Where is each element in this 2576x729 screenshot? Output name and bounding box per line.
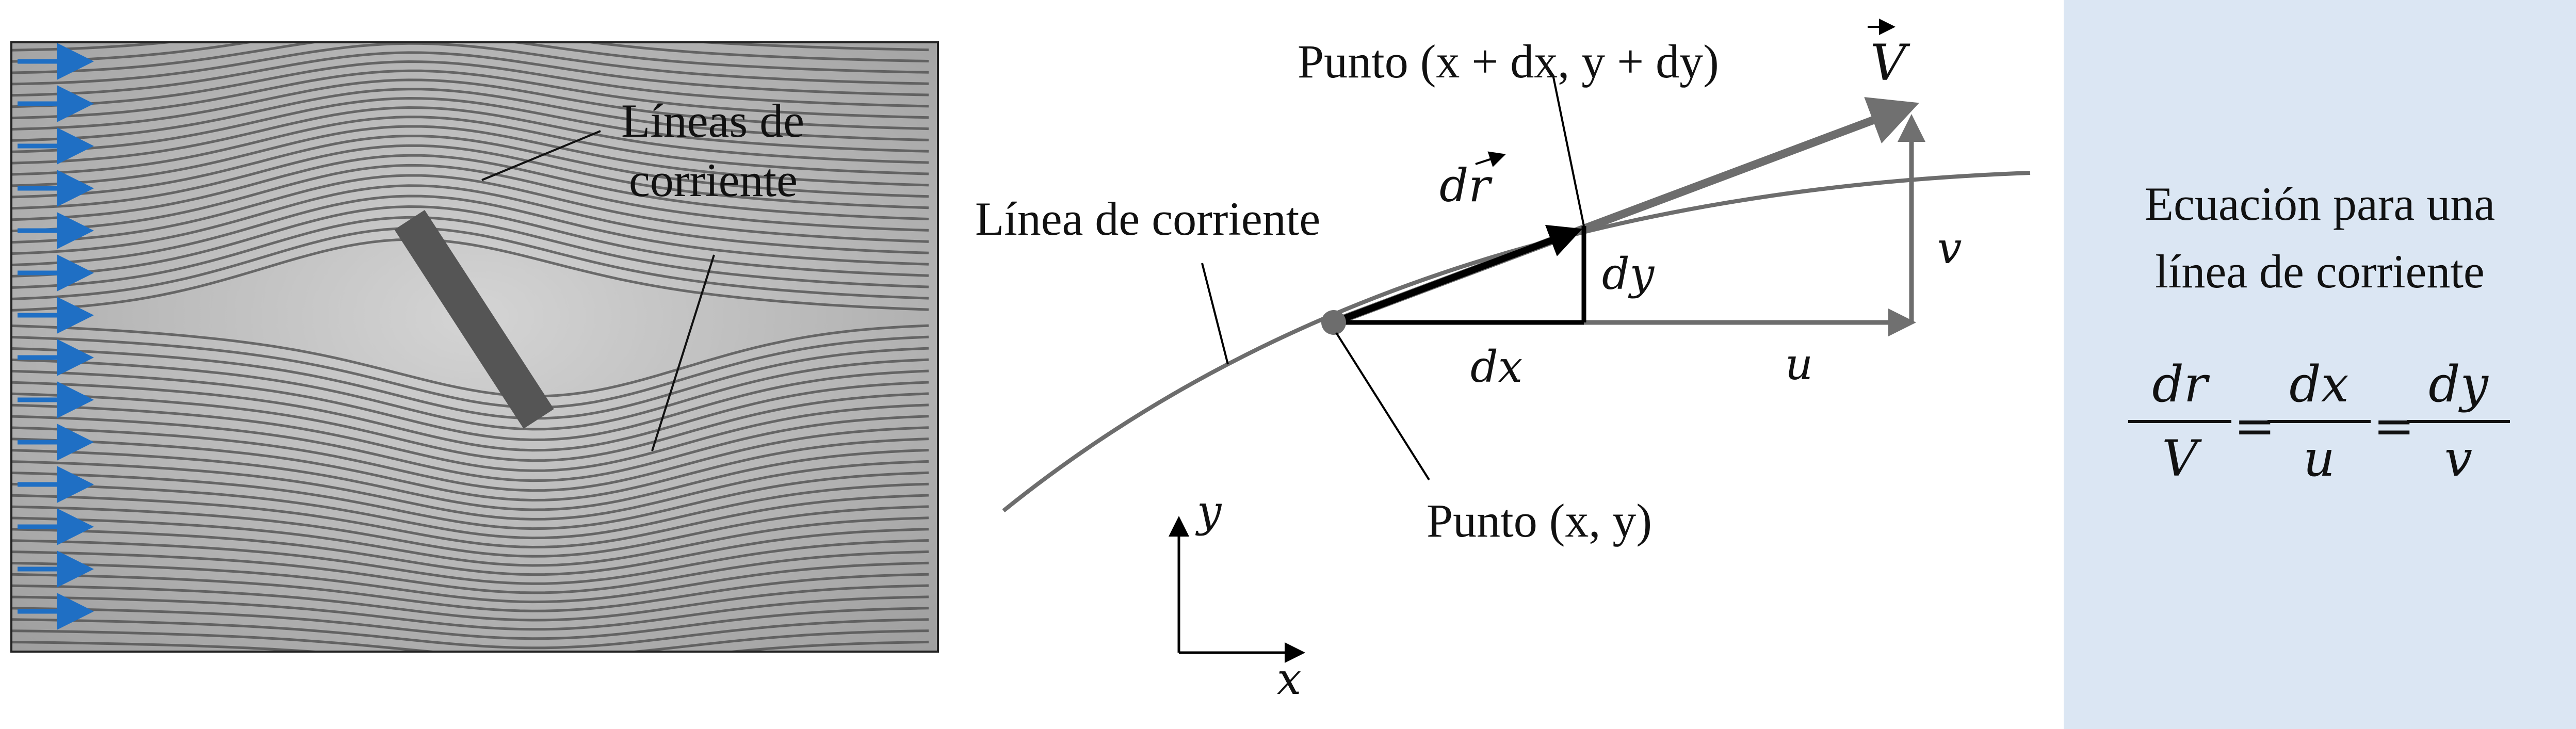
dr-overarrow <box>1475 151 1506 167</box>
label-leader-lower <box>651 254 715 451</box>
equals-sign: = <box>2373 397 2415 455</box>
photo-streamline <box>12 494 929 549</box>
photo-streamline <box>12 125 929 187</box>
photo-streamline <box>12 184 929 255</box>
photo-streamline <box>12 516 929 567</box>
photo-streamline <box>12 205 929 278</box>
fraction-denominator: v <box>2444 430 2473 488</box>
photo-streamline <box>12 539 929 585</box>
photo-streamline <box>12 78 929 131</box>
flow-photo: Líneas de corriente <box>10 41 939 653</box>
photo-streamline <box>12 43 929 52</box>
label-leader-upper <box>481 130 601 181</box>
photo-streamline <box>12 482 929 540</box>
photo-streamline <box>12 134 929 199</box>
photo-streamline <box>12 550 929 594</box>
photo-streamline <box>12 60 929 108</box>
point-upper-leader <box>1552 74 1585 226</box>
inflow-arrows <box>18 43 94 630</box>
streamlines-label-line2: corriente <box>629 154 798 206</box>
photo-streamline <box>12 618 929 650</box>
photo-streamline <box>12 227 929 300</box>
photo-streamline <box>12 43 929 86</box>
fraction-numerator: dx <box>2289 355 2349 413</box>
fraction-numerator: dy <box>2428 355 2488 413</box>
photo-streamline <box>12 324 929 398</box>
photo-streamline <box>12 471 929 530</box>
fraction-bar <box>2407 420 2510 424</box>
photo-streamline <box>12 335 929 409</box>
photo-streamline <box>12 116 929 176</box>
fraction-dy-over-v: dy v <box>2391 356 2525 488</box>
point-upper-label: Punto (x + dx, y + dy) <box>1298 35 1719 88</box>
fraction-bar <box>2128 420 2231 424</box>
photo-streamline <box>12 403 929 472</box>
dr-label: dr <box>1439 159 1493 212</box>
photo-streamline <box>12 426 929 492</box>
streamlines-label-line1: Líneas de <box>621 94 805 147</box>
fraction-dx-over-u: dx u <box>2252 356 2386 488</box>
fraction-bar <box>2267 420 2371 424</box>
streamline-diagram: Línea de corriente Punto (x + dx, y + dy… <box>975 19 2031 704</box>
photo-streamline <box>12 573 929 612</box>
dr-vector <box>1332 224 1583 326</box>
fraction-dr-over-V: dr V <box>2113 356 2247 488</box>
photo-streamline <box>12 238 929 312</box>
fraction-denominator: V <box>2162 430 2198 488</box>
photo-streamline <box>12 449 929 511</box>
equation-title-line1: Ecuación para una <box>2144 177 2496 230</box>
equals-sign: = <box>2234 397 2276 455</box>
photo-streamline <box>12 369 929 442</box>
photo-streamline <box>12 460 929 521</box>
photo-streamline <box>12 174 929 244</box>
flat-plate <box>394 210 554 429</box>
photo-streamline <box>12 347 929 420</box>
photo-streamline <box>12 51 929 97</box>
photo-streamline <box>12 96 929 153</box>
fraction-denominator: u <box>2303 430 2335 488</box>
photo-streamline <box>12 607 929 640</box>
photo-streamlines <box>12 43 929 651</box>
x-axis-label: x <box>1277 654 1301 704</box>
photo-streamline <box>12 381 929 452</box>
photo-streamline <box>12 106 929 165</box>
point-xy-marker <box>1321 310 1346 335</box>
photo-streamline <box>12 144 929 210</box>
photo-streamline <box>12 561 929 604</box>
photo-streamline <box>12 438 929 502</box>
dx-label: dx <box>1470 342 1522 392</box>
streamline-label: Línea de corriente <box>975 192 1320 245</box>
point-lower-label: Punto (x, y) <box>1427 494 1652 547</box>
photo-streamline <box>12 505 929 558</box>
v-label: v <box>1937 223 1962 273</box>
photo-streamline <box>12 195 929 266</box>
photo-streamline <box>12 69 929 120</box>
streamline-label-leader <box>1201 263 1229 365</box>
photo-streamline <box>12 528 929 576</box>
photo-streamline <box>12 595 929 631</box>
photo-streamline <box>12 154 929 221</box>
fraction-numerator: dr <box>2152 355 2208 413</box>
photo-streamline <box>12 216 929 289</box>
photo-streamline <box>12 358 929 431</box>
equation-title-line2: línea de corriente <box>2155 245 2485 298</box>
point-lower-leader <box>1335 332 1430 481</box>
photo-streamline <box>12 392 929 462</box>
photo-streamline <box>12 88 929 142</box>
y-axis-label: y <box>1195 486 1222 537</box>
equation-title: Ecuación para una línea de corriente <box>2064 170 2576 305</box>
photo-streamline <box>12 164 929 233</box>
equation-panel: Ecuación para una línea de corriente dr … <box>2064 0 2576 729</box>
photo-streamline <box>12 629 929 651</box>
photo-streamline <box>12 415 929 482</box>
photo-streamline <box>12 43 929 74</box>
velocity-label: V <box>1870 34 1910 92</box>
dy-label: dy <box>1602 249 1655 299</box>
photo-streamline <box>12 640 929 651</box>
streamline-curve <box>1002 171 2031 513</box>
u-label: u <box>1785 339 1813 390</box>
streamline-photo-canvas <box>12 43 937 651</box>
photo-streamline <box>12 43 929 63</box>
photo-streamline <box>12 584 929 622</box>
